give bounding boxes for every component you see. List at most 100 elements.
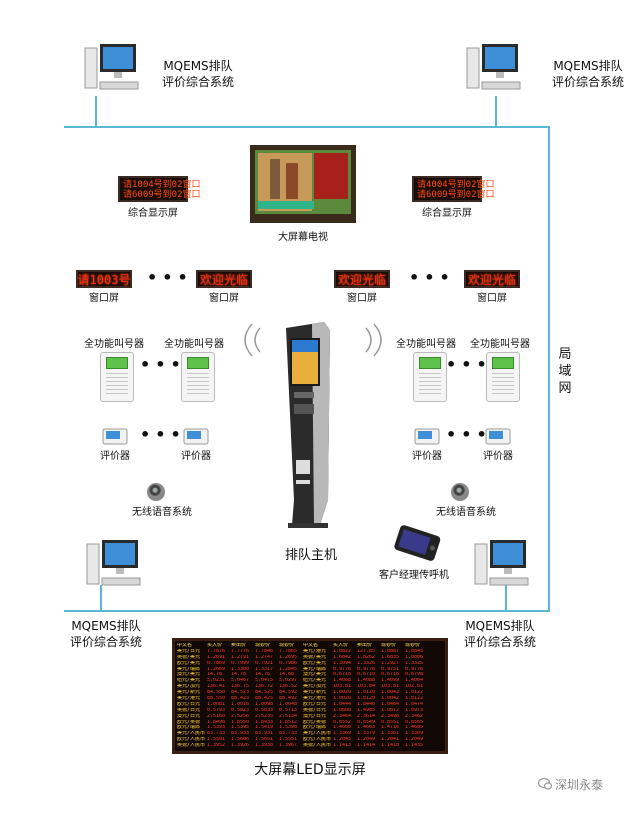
window-screen-3: 欢迎光临 [334,270,390,288]
led-cell: 14.76 [255,672,271,678]
led-cell: 0.8565 [405,719,424,725]
window-screen-4: 欢迎光临 [464,270,520,288]
evaluator-icon [414,428,440,445]
led-cell: 美元/港元 [303,696,327,702]
led-cell: 2.5235 [255,713,274,719]
led-cell: 84.525 [255,690,274,696]
system-label-bottom-right: MQEMS排队评价综合系统 [463,619,536,649]
led-header-row: 中文名买入价卖出价现钞价现钞价中文名买入价卖出价现钞价现钞价 [177,643,443,649]
ellipsis-dots: ••• [147,268,193,287]
window-screen-2: 欢迎光临 [196,270,252,288]
wireless-signal-icon [244,323,382,357]
evaluator-label: 评价器 [100,451,130,462]
led-cell: 1.3317 [255,666,274,672]
caller-label: 全功能叫号器 [470,339,530,350]
network-drop-top-left [95,96,97,126]
led-cell: 英镑/日元 [177,707,201,713]
led-cell: 1.1435 [405,743,424,749]
wireless-label: 无线语音系统 [132,507,192,518]
led-cell: 1.2927 [381,660,400,666]
led-cell: 1.5398 [279,725,298,731]
led-cell: 澳元/美元 [177,672,201,678]
led-cell: 1.0845 [405,648,424,654]
window-screen-label: 窗口屏 [477,293,507,304]
led-cell: 1.6842 [333,654,352,660]
tv-label: 大屏幕电视 [278,232,328,243]
led-cell: 1.2747 [255,654,274,660]
led-cell: 1.0081 [207,701,226,707]
watermark: 深圳永泰 [538,776,628,792]
led-header-cell: 中文名 [177,643,193,648]
led-header-cell: 现钞价 [381,643,397,648]
led-cell: 0.9776 [357,666,376,672]
led-cell: 5.0297 [279,678,298,684]
queue-kiosk-icon [286,322,330,528]
led-cell: 1.0048 [279,701,298,707]
led-cell: 1.0120 [357,696,376,702]
led-cell: 英镑/美元 [303,654,327,660]
led-cell: 88.425 [255,696,274,702]
led-cell: 英镑/人民币 [303,743,332,749]
led-cell: 英镑/人民币 [177,743,206,749]
led-cell: 1.8433 [255,719,274,725]
led-cell: 1.3967 [279,743,298,749]
led-cell: 1.0016 [231,701,250,707]
pager-icon [394,525,441,561]
led-cell: 1.0872 [381,707,400,713]
led-cell: 1.2695 [279,654,298,660]
caller-keypad-icon [100,352,134,402]
evaluator-icon [485,428,511,445]
evaluator-icon [102,428,128,445]
led-cell: 欧元/英镑 [177,719,201,725]
led-cell: 103.81 [381,684,400,690]
led-cell: 1.5551 [279,737,298,743]
led-cell: 0.6798 [405,672,424,678]
led-cell: 136.72 [255,684,274,690]
window-screen-label: 窗口屏 [209,293,239,304]
wireless-label: 无线语音系统 [436,507,496,518]
led-cell: 0.6718 [381,672,400,678]
led-cell: 1.5395 [231,725,250,731]
led-cell: 英镑/日元 [303,707,327,713]
evaluator-label: 评价器 [483,451,513,462]
led-header-cell: 现钞价 [279,643,295,648]
led-cell: 7.7846 [255,648,274,654]
led-cell: 83.931 [255,731,274,737]
evaluator-icon [183,428,209,445]
led-cell: 1.0973 [405,707,424,713]
led-cell: 1.2791 [231,654,250,660]
led-cell: 136.75 [231,684,250,690]
wechat-icon [538,778,552,790]
composite-display-right: 请4004号到02窗口 请6009号到02窗口 [412,176,495,202]
kiosk-label: 排队主机 [284,548,337,563]
window-screen-label: 窗口屏 [347,293,377,304]
led-cell: 7.7865 [279,648,298,654]
led-cell: 84.523 [231,690,250,696]
led-cell: 纽元/美元 [177,678,201,684]
led-cell: 136.52 [279,684,298,690]
led-cell: 136.41 [207,684,226,690]
led-cell: 1.3094 [333,660,352,666]
led-cell: 1.8512 [279,719,298,725]
led-cell: 1.0822 [333,648,352,654]
caller-label: 全功能叫号器 [84,339,144,350]
led-cell: 102.81 [405,684,424,690]
led-cell: 7.7776 [231,648,250,654]
led-cell: 2.3498 [381,713,400,719]
network-drop-bottom-left [100,585,102,610]
led-cell: 1.4663 [357,725,376,731]
led-cell: 欧元/人民币 [303,737,332,743]
led-cell: 1.6835 [381,654,400,660]
led-cell: 1.0120 [357,690,376,696]
computer-icon [466,44,521,90]
led-header-cell: 中文名 [303,643,319,648]
ellipsis-dots: ••• [446,355,492,374]
ellipsis-dots: ••• [409,268,455,287]
led-cell: 0.5793 [207,707,226,713]
